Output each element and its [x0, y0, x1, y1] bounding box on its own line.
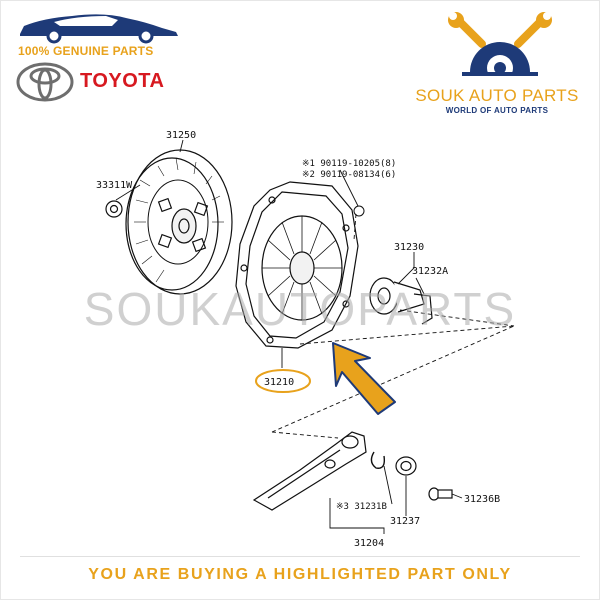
fork-pivot-part — [428, 487, 453, 501]
label-fork-group: 31204 — [354, 538, 384, 549]
label-clip: 31232A — [412, 266, 448, 277]
fork-clip-part — [370, 451, 386, 469]
watermark-text: SOUKAUTOPARTS — [83, 283, 517, 335]
label-bolt1: ※1 90119-10205(8) — [302, 159, 396, 169]
toyota-wordmark: TOYOTA — [80, 70, 165, 92]
bearing-nut-part — [105, 200, 123, 218]
label-fork-clip: ※3 31231B — [336, 502, 387, 512]
highlight-arrow-icon — [332, 342, 396, 415]
label-pivot: 31236B — [464, 494, 500, 505]
bolt-marker — [353, 205, 365, 217]
clutch-cover-part — [235, 181, 359, 349]
release-fork-part — [252, 431, 367, 511]
shop-name: SOUK AUTO PARTS — [415, 86, 579, 105]
label-bearing: 31230 — [394, 242, 424, 253]
bearing-clip-part — [413, 293, 433, 325]
label-cover: 31210 — [264, 377, 294, 388]
label-bolt2: ※2 90119-08134(6) — [302, 170, 396, 180]
label-disc: 31250 — [166, 130, 196, 141]
clutch-disc-part — [125, 149, 233, 295]
footer-divider — [20, 556, 580, 557]
souk-wrench-logo-icon — [448, 12, 552, 81]
shop-tagline: WORLD OF AUTO PARTS — [445, 106, 549, 115]
release-bearing-part — [369, 277, 425, 315]
label-boot: 31237 — [390, 516, 420, 527]
footer-notice: YOU ARE BUYING A HIGHLIGHTED PART ONLY — [88, 566, 512, 583]
highlight-oval — [255, 369, 311, 393]
toyota-emblem-icon — [16, 62, 74, 102]
fork-boot-part — [395, 456, 417, 476]
label-nut: 33311W — [96, 180, 133, 191]
car-logo-icon — [20, 14, 178, 44]
genuine-parts-text: 100% GENUINE PARTS — [18, 44, 154, 58]
